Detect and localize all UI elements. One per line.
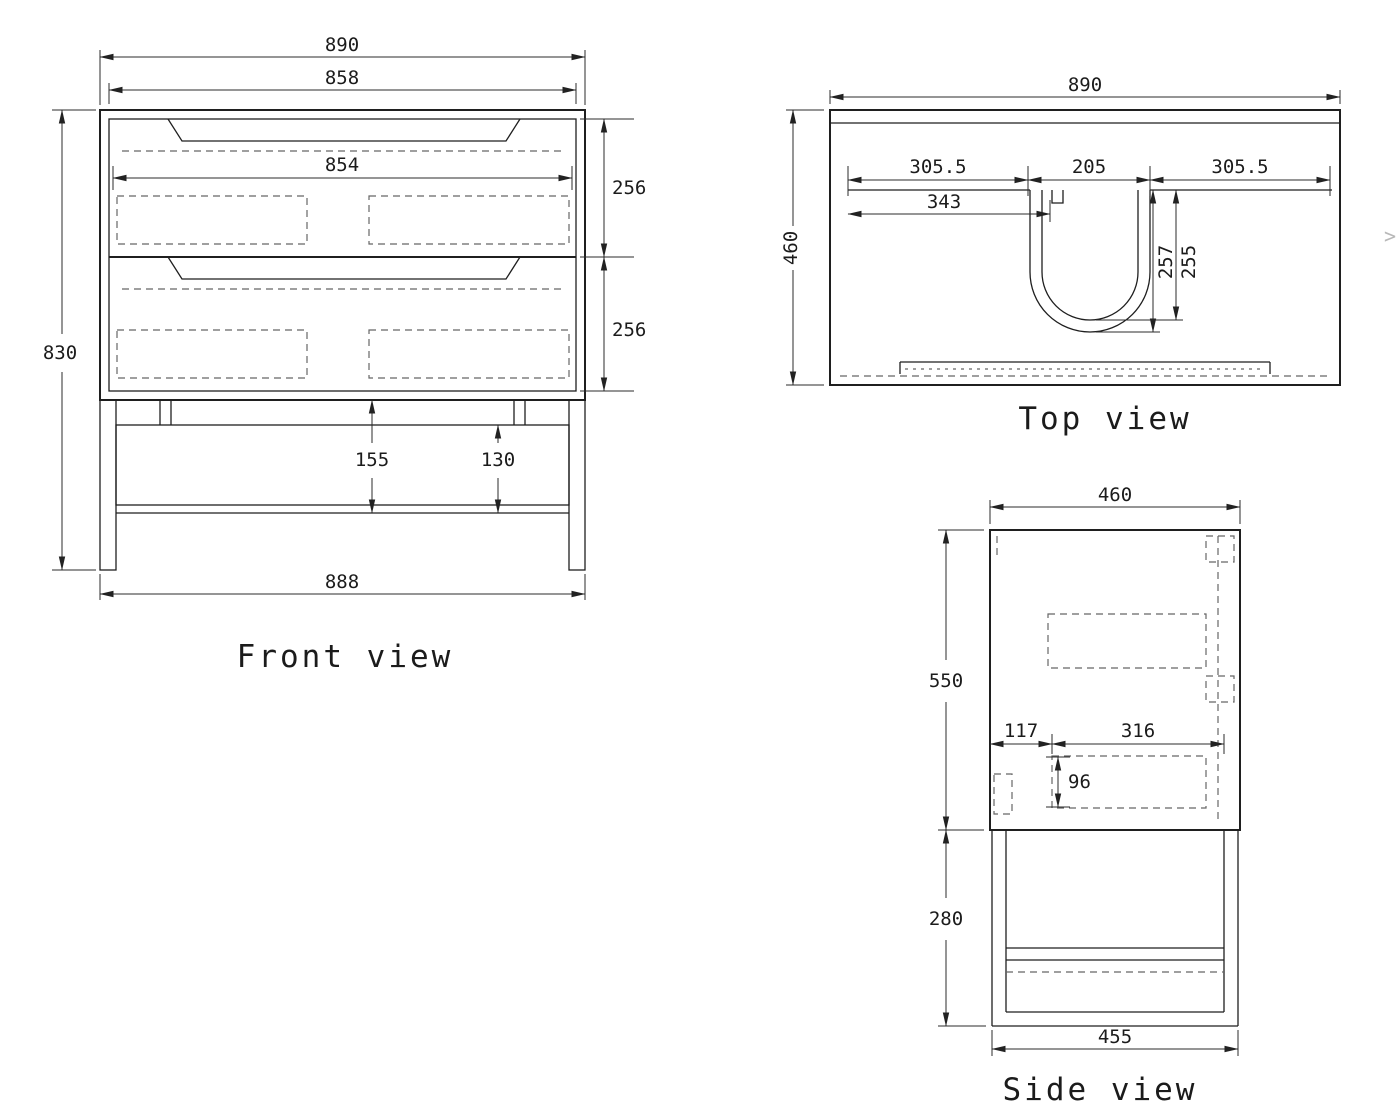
top-dimensions: 890 460 305.5 205 305.5 343 257 255 (780, 74, 1341, 386)
dim-side-front-offset: 117 (1004, 720, 1038, 742)
dim-front-base-width: 888 (325, 571, 359, 593)
dim-front-overall-height: 830 (43, 342, 77, 364)
dim-front-rail-height: 130 (481, 449, 515, 471)
dim-top-overall-width: 890 (1068, 74, 1102, 96)
dim-side-base-height: 280 (929, 908, 963, 930)
front-hidden-details (116, 150, 570, 379)
front-base-frame (99, 399, 586, 571)
dim-side-drawer-depth: 316 (1121, 720, 1155, 742)
dim-top-overall-depth: 460 (780, 231, 802, 265)
side-cabinet-outline (989, 529, 1241, 831)
dim-side-recess-height: 96 (1068, 771, 1091, 793)
top-view-label: Top view (1018, 401, 1191, 437)
dim-front-carcass-width: 858 (325, 67, 359, 89)
top-outline (829, 109, 1341, 386)
side-hidden-details (993, 535, 1235, 824)
front-view-label: Front view (237, 639, 454, 675)
front-drawer-handles (167, 118, 521, 280)
side-view-label: Side view (1003, 1072, 1198, 1108)
top-kickboard (840, 361, 1330, 377)
dim-front-top-drawer-height: 256 (612, 177, 646, 199)
dim-front-bottom-drawer-height: 256 (612, 319, 646, 341)
basin-cutout (1029, 190, 1151, 333)
front-view: 890 858 854 256 256 830 155 130 888 Fron… (43, 34, 646, 675)
dim-front-overall-width: 890 (325, 34, 359, 56)
next-arrow-icon[interactable]: > (1384, 224, 1396, 248)
dim-top-cutout-depth-inner: 255 (1178, 245, 1200, 279)
dim-top-cutout-depth-outer: 257 (1155, 245, 1177, 279)
front-dimensions: 890 858 854 256 256 830 155 130 888 (43, 34, 646, 600)
side-view: 460 550 280 117 316 96 455 Side view (929, 484, 1241, 1108)
dim-side-base-depth: 455 (1098, 1026, 1132, 1048)
dim-top-right-section: 305.5 (1211, 156, 1268, 178)
dim-top-basin-cutout: 205 (1072, 156, 1106, 178)
side-dimensions: 460 550 280 117 316 96 455 (929, 484, 1241, 1056)
side-base-frame (991, 830, 1239, 1027)
dim-top-left-section: 305.5 (909, 156, 966, 178)
top-view: 890 460 305.5 205 305.5 343 257 255 Top … (780, 74, 1341, 437)
front-cabinet-outline (99, 109, 586, 401)
dim-top-left-cutout-offset: 343 (927, 191, 961, 213)
dim-front-base-clearance: 155 (355, 449, 389, 471)
dim-front-drawer-width: 854 (325, 154, 359, 176)
dim-side-overall-depth: 460 (1098, 484, 1132, 506)
dim-side-cabinet-height: 550 (929, 670, 963, 692)
